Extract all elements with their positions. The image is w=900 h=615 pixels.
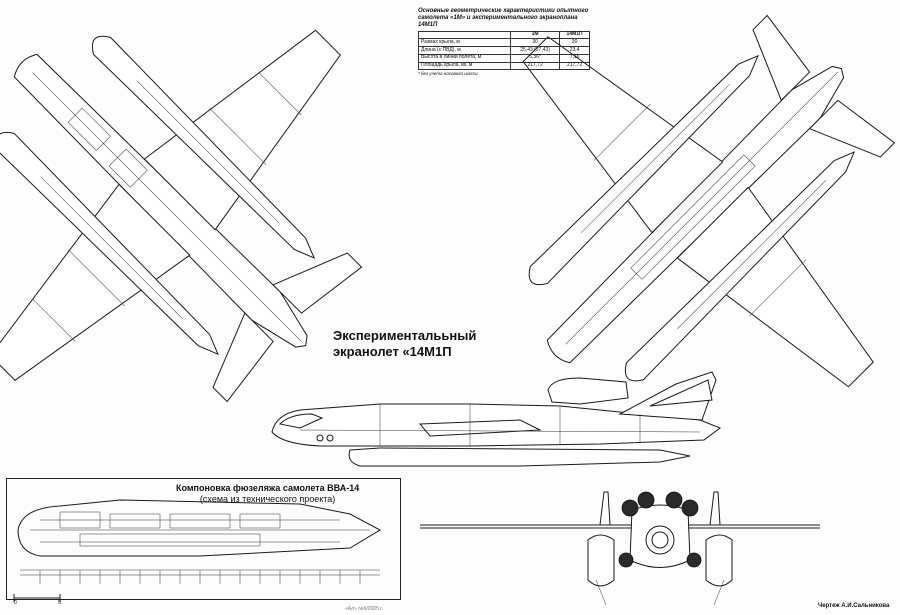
cell-value: 5,56*	[510, 53, 561, 63]
layout-inset-title: Компоновка фюзеляжа самолета ВВА-14 (схе…	[176, 483, 359, 505]
col-header-label	[417, 30, 512, 40]
cell-value: 30	[510, 38, 561, 48]
cell-value: 7,16	[559, 53, 590, 63]
col-header-1m: 1М	[510, 30, 561, 40]
scale-bar	[13, 594, 61, 602]
table-row: Размах крыла, м 30 30	[417, 38, 590, 48]
row-label: Высота в линии полета, м	[417, 53, 512, 63]
cell-value: 25,43 (27,43)	[510, 46, 561, 55]
spec-footnote: * без учета носового шасси	[418, 71, 478, 77]
layout-title-text: Компоновка фюзеляжа самолета ВВА-14	[176, 483, 360, 493]
bottom-reference: «Ал» №6/2005 г.	[345, 606, 383, 612]
spec-table: 1М 14М1П Размах крыла, м 30 30 Длина (с …	[417, 30, 590, 71]
scale-bar-labels: 0 5	[14, 600, 101, 606]
spec-caption-line1: Основные геометрические характеристики о…	[418, 8, 589, 14]
col-header-14m1p: 14М1П	[559, 30, 590, 40]
table-row: Высота в линии полета, м 5,56* 7,16	[417, 53, 590, 63]
table-row: Длина (с ПВД), м 25,43 (27,43) 23,4	[417, 46, 590, 55]
scale-label-right: 5	[58, 600, 61, 606]
layout-inset-frame	[6, 478, 401, 600]
spec-table-header: 1М 14М1П	[417, 30, 590, 40]
main-title-line1: Эксперименталььный	[333, 328, 477, 343]
author-credit: Чертеж А.И.Сальникова	[818, 603, 890, 609]
top-view-aircraft	[0, 29, 363, 403]
main-title-line2: экранолет «14М1П	[333, 344, 452, 359]
cell-value: 23,4	[559, 46, 590, 55]
cell-value: 30	[559, 38, 590, 48]
main-title: Эксперименталььный экранолет «14М1П	[333, 328, 476, 360]
table-row: Площадь крыла, кв. м 217,72 217,72	[417, 61, 590, 71]
front-view-aircraft	[420, 491, 820, 606]
frame-tick-marks	[39, 570, 361, 584]
spec-caption-line2: самолета «1М» и экспериментального экран…	[418, 14, 578, 28]
fuselage-layout-schematic	[17, 499, 382, 584]
spec-table-caption: Основные геометрические характеристики о…	[418, 8, 590, 29]
layout-subtitle-text: (схема из технического проекта)	[199, 494, 336, 504]
row-label: Длина (с ПВД), м	[417, 46, 512, 55]
bottom-view-aircraft	[522, 14, 896, 388]
row-label: Размах крыла, м	[417, 38, 512, 48]
cell-value: 217,72	[559, 61, 590, 71]
spec-table-block: Основные геометрические характеристики о…	[417, 8, 590, 77]
cell-value: 217,72	[510, 61, 561, 71]
row-label: Площадь крыла, кв. м	[417, 61, 512, 71]
side-view-aircraft	[271, 371, 722, 467]
scale-label-left: 0	[14, 600, 17, 606]
